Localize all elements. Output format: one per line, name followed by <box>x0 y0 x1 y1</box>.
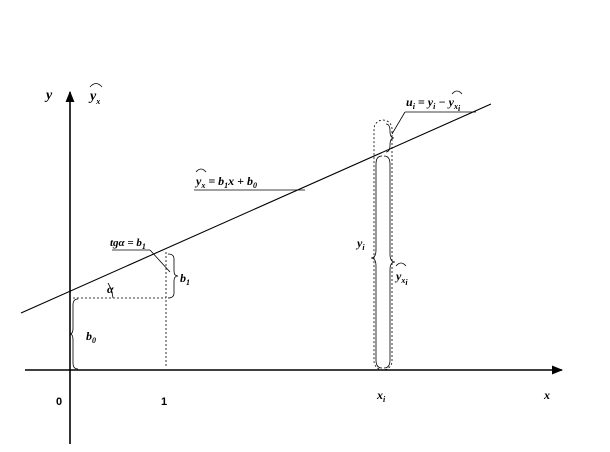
regression-line <box>20 103 492 314</box>
svg-text:yxi: yxi <box>394 269 408 287</box>
y-hat-x-label: yx <box>88 83 103 106</box>
yi-label: yi <box>355 236 365 252</box>
alpha-label: α <box>107 282 114 296</box>
svg-text:ui = yi − yxi: ui = yi − yxi <box>406 95 461 113</box>
origin-label: 0 <box>56 396 62 408</box>
x-axis-label: x <box>543 388 550 402</box>
tg-leader-diag <box>149 249 171 273</box>
b0-label: b0 <box>86 329 96 345</box>
tg-alpha-label: tgα = b1 <box>110 237 146 251</box>
alpha-arc <box>107 282 114 299</box>
y-axis-label: y <box>44 88 53 103</box>
regression-equation: yx = b1x + b0 <box>194 168 257 190</box>
yi-brace <box>370 155 383 369</box>
xi-label: xi <box>376 388 386 404</box>
yhat-xi-label: yxi <box>394 262 408 287</box>
svg-text:yx = b1x + b0: yx = b1x + b0 <box>194 174 257 190</box>
residual-leader-diag <box>391 111 406 135</box>
b1-label: b1 <box>180 271 190 287</box>
x-one-label: 1 <box>161 396 167 408</box>
residual-brace <box>385 123 395 153</box>
b1-brace <box>167 253 179 299</box>
svg-text:yx: yx <box>88 89 100 106</box>
yhat-xi-brace <box>383 155 396 369</box>
residual-equation: ui = yi − yxi <box>406 90 463 113</box>
b0-brace <box>69 298 79 370</box>
observation-dotted-outline <box>373 119 393 371</box>
